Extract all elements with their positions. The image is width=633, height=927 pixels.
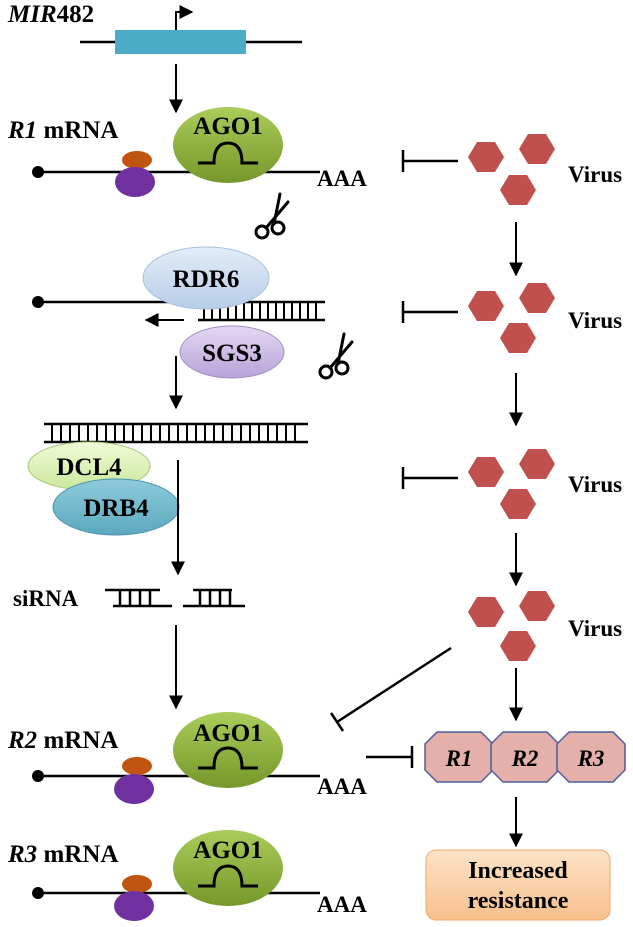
virus-label: Virus	[568, 308, 622, 333]
virus-particle-icon	[519, 283, 555, 313]
r1-protein-label: R1	[445, 746, 473, 771]
scissors-icon	[254, 192, 290, 240]
ago1-sirna-loop	[198, 864, 258, 888]
virus-particle-icon	[500, 323, 536, 353]
virus-inhibition-bars	[329, 150, 458, 768]
r2-mrna-label: R2 mRNA	[7, 727, 118, 754]
gene-label: MIR482	[7, 1, 94, 28]
virus-particle-icon	[519, 449, 555, 479]
virus-group-3: Virus	[468, 449, 622, 519]
drb4-label: DRB4	[83, 495, 149, 522]
r2-protein-label: R2	[511, 746, 539, 771]
r3-mrna: AGO1 AAA	[32, 830, 367, 921]
r3-protein-label: R3	[577, 746, 605, 771]
virus-group-4: Virus	[468, 591, 622, 661]
ribosome-large-subunit	[115, 167, 155, 197]
virus-group-2: Virus	[468, 283, 622, 353]
virus-label: Virus	[568, 616, 622, 641]
r1-mrna-label: R1 mRNA	[7, 117, 118, 144]
ribosome-small-subunit	[122, 875, 152, 893]
outcome-line-1: Increased	[468, 858, 568, 884]
virus-group-1: Virus	[468, 134, 622, 205]
ago1-label: AGO1	[193, 113, 262, 140]
dcl4-drb4-step: DCL4 DRB4	[27, 422, 308, 536]
virus-label: Virus	[568, 162, 622, 187]
rdr6-label: RDR6	[173, 266, 240, 293]
promoter-box	[115, 30, 246, 54]
transcription-start-arrow	[175, 5, 194, 30]
r1-mrna: AGO1 AAA	[32, 107, 367, 240]
virus-particle-icon	[500, 489, 536, 519]
r3-protein	[556, 731, 626, 783]
dcl4-label: DCL4	[56, 454, 122, 481]
sirna-label: siRNA	[13, 586, 79, 611]
ago1-label: AGO1	[193, 720, 262, 747]
r2-mrna: AGO1 AAA	[32, 712, 367, 804]
ribosome-small-subunit	[122, 757, 152, 775]
virus-particle-icon	[519, 134, 555, 164]
r3-mrna-label: R3 mRNA	[7, 841, 118, 868]
virus-particle-icon	[519, 591, 555, 621]
virus-particle-icon	[468, 142, 504, 172]
virus-particle-icon	[468, 457, 504, 487]
virus-particle-icon	[500, 631, 536, 661]
virus-label: Virus	[568, 472, 622, 497]
virus-particle-icon	[468, 291, 504, 321]
rdr6-protein	[142, 246, 270, 310]
sgs3-protein	[179, 325, 285, 379]
ribosome-small-subunit	[122, 151, 152, 169]
poly-a-label: AAA	[317, 774, 367, 799]
virus-particle-icon	[468, 597, 504, 627]
poly-a-label: AAA	[317, 892, 367, 917]
ribosome-large-subunit	[114, 774, 154, 804]
increased-resistance-box	[425, 849, 611, 921]
r-protein-complex: R1 R2 R3	[424, 731, 626, 783]
sgs3-label: SGS3	[202, 340, 262, 367]
mir482-gene	[80, 5, 302, 54]
ribosome-large-subunit	[114, 891, 154, 921]
scissors-icon	[318, 332, 354, 380]
rdr6-sgs3-step: RDR6 SGS3	[32, 246, 354, 380]
outcome-line-2: resistance	[468, 888, 569, 914]
ago1-sirna-loop	[198, 746, 258, 770]
poly-a-label: AAA	[317, 166, 367, 191]
virus-particle-icon	[500, 175, 536, 205]
ago1-mirna-loop	[198, 141, 258, 165]
sirna-duplexes	[105, 588, 245, 608]
ago1-label: AGO1	[193, 837, 262, 864]
